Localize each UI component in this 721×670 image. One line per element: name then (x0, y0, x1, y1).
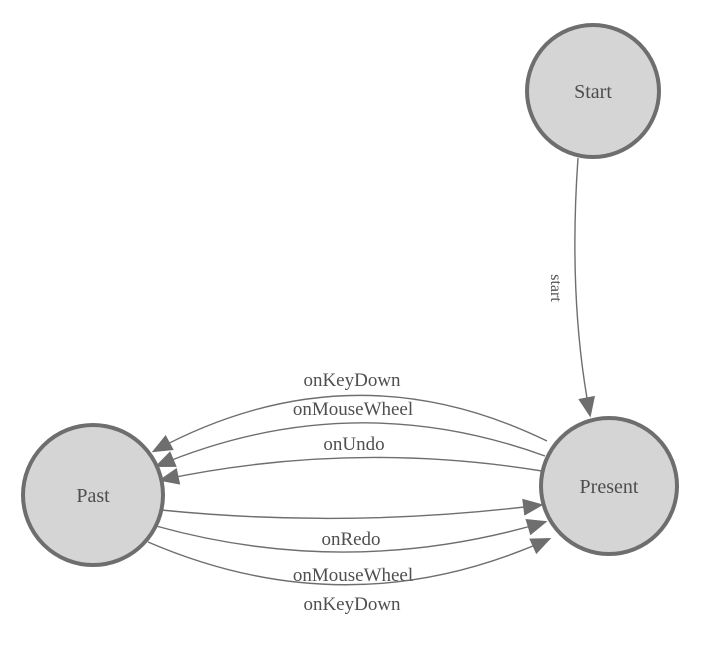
state-node-past[interactable]: Past (21, 423, 165, 567)
state-node-start-label: Start (574, 81, 612, 103)
transition-onmousewheel-to-present-path[interactable] (155, 518, 548, 553)
transition-start[interactable]: start (547, 157, 595, 418)
state-node-past-label: Past (76, 485, 110, 507)
transition-start-label: start (547, 274, 564, 302)
state-node-present-circle[interactable] (539, 416, 679, 556)
state-node-present[interactable]: Present (539, 416, 679, 556)
transition-onmousewheel-to-present[interactable]: onMouseWheel (155, 518, 548, 586)
transition-onmousewheel-to-past-path[interactable] (154, 422, 546, 467)
transition-onundo[interactable]: onUndo (158, 434, 543, 485)
transition-onkeydown-to-present-label: onKeyDown (303, 594, 401, 615)
transition-onkeydown-to-past[interactable]: onKeyDown (151, 370, 548, 453)
state-node-past-circle[interactable] (21, 423, 165, 567)
transition-onkeydown-to-present-path[interactable] (147, 537, 552, 586)
transition-onkeydown-to-present[interactable]: onKeyDown (147, 537, 552, 615)
transition-onundo-path[interactable] (158, 456, 543, 485)
transition-onkeydown-to-past-label: onKeyDown (303, 370, 401, 391)
transition-onmousewheel-to-past[interactable]: onMouseWheel (154, 399, 546, 467)
transition-onredo-path[interactable] (160, 498, 544, 520)
state-node-present-label: Present (580, 476, 639, 498)
transition-onredo[interactable]: onRedo (160, 498, 544, 550)
transition-onundo-label: onUndo (323, 434, 384, 455)
transition-onkeydown-to-past-path[interactable] (151, 394, 548, 453)
transition-onmousewheel-to-past-label: onMouseWheel (293, 399, 413, 420)
transition-start-path[interactable] (574, 157, 595, 418)
transition-onredo-label: onRedo (321, 529, 380, 550)
state-node-start[interactable]: Start (525, 23, 661, 159)
state-node-start-circle[interactable] (525, 23, 661, 159)
transition-onmousewheel-to-present-label: onMouseWheel (293, 565, 413, 586)
